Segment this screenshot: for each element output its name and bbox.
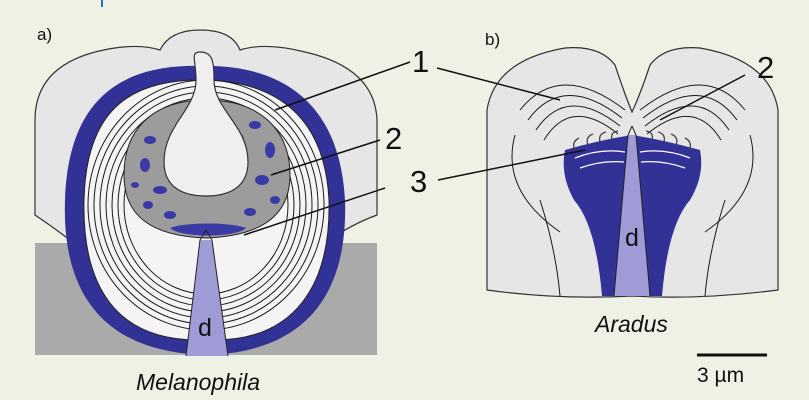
label-2-panel-a: 2: [385, 121, 402, 156]
panel-a-letter: a): [37, 25, 52, 44]
panel-b-letter: b): [485, 30, 500, 49]
species-label-melanophila: Melanophila: [136, 369, 260, 395]
scale-bar-label: 3 µm: [697, 364, 744, 387]
label-2-panel-b: 2: [757, 50, 774, 85]
panel-b: [487, 48, 778, 298]
duct-label-panel-b: d: [625, 224, 639, 252]
duct-label-panel-a: d: [198, 314, 212, 342]
species-label-aradus: Aradus: [593, 311, 668, 337]
label-1: 1: [412, 44, 429, 79]
label-3: 3: [410, 164, 427, 199]
panel-a: [35, 30, 377, 356]
